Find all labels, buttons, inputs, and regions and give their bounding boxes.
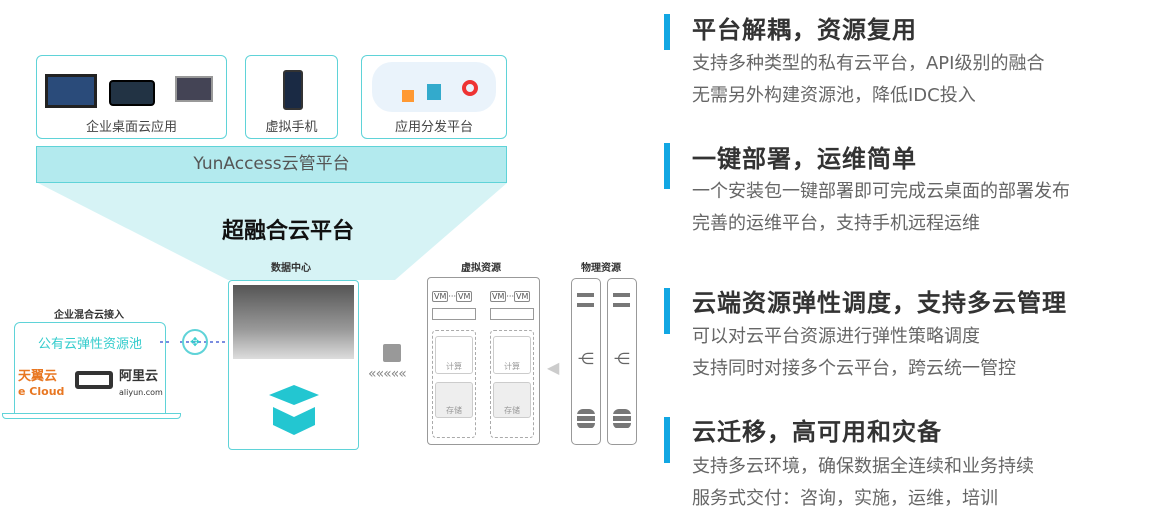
card-desktop-cloud: 企业桌面云应用: [36, 55, 227, 139]
aliyun-logo-icon: [75, 371, 113, 389]
compute-box: 计算: [493, 336, 531, 374]
cube-icon: [383, 344, 401, 362]
virtual-title: 虚拟资源: [461, 263, 501, 274]
storage-box: 存储: [435, 382, 473, 418]
network-hub-icon: ✥: [182, 329, 208, 355]
card-virtual-phone: 虚拟手机: [245, 55, 338, 139]
accent-bar: [664, 143, 670, 189]
vm-badge: VM: [514, 291, 531, 302]
accent-bar: [664, 417, 670, 463]
server-icon: [490, 308, 534, 320]
phone-icon: [283, 70, 303, 110]
vm-badge: VM: [456, 291, 473, 302]
card-app-distribution: 应用分发平台: [361, 55, 507, 139]
card-label: 企业桌面云应用: [85, 120, 177, 135]
vm-badge: VM: [490, 291, 507, 302]
accent-bar: [664, 288, 670, 334]
center-title: 超融合云平台: [222, 219, 355, 244]
tablet-icon: [109, 80, 155, 106]
box-icon: [269, 385, 319, 435]
physical-title: 物理资源: [581, 263, 621, 274]
laptop-base: [2, 413, 181, 419]
cloud-apps-icon: [372, 62, 496, 112]
node-group: [432, 330, 476, 438]
node-group: [490, 330, 534, 438]
compute-box: 计算: [435, 336, 473, 374]
vm-badge: VM: [432, 291, 449, 302]
database-icon: [613, 409, 631, 429]
datacenter-title: 数据中心: [271, 263, 311, 274]
feature-title: 一键部署，运维简单: [692, 145, 917, 173]
laptop-icon: [175, 76, 213, 102]
feature-text: 可以对云平台资源进行弹性策略调度支持同时对接多个云平台，跨云统一管控: [692, 326, 1016, 379]
server-stack-icon: [577, 293, 594, 307]
arrows-left-icon: «««««: [368, 366, 407, 382]
yunaccess-platform-bar: YunAccess云管平台: [36, 146, 507, 183]
feature-text: 一个安装包一键部署即可完成云桌面的部署发布完善的运维平台，支持手机远程运维: [692, 181, 1070, 234]
network-icon: ⋲: [578, 349, 594, 368]
network-icon: ⋲: [614, 349, 630, 368]
arrow-left-icon: ◀: [547, 358, 560, 377]
server-stack-icon: [613, 293, 630, 307]
card-label: 虚拟手机: [265, 120, 318, 135]
card-label: 应用分发平台: [394, 120, 473, 135]
database-icon: [577, 409, 595, 429]
server-icon: [432, 308, 476, 320]
physical-rack: ⋲: [571, 278, 601, 445]
accent-bar: [664, 14, 670, 50]
virtual-resources-box: VM···VM VM···VM 计算 计算 存储 存储: [427, 277, 540, 445]
pool-label: 公有云弹性资源池: [37, 337, 142, 352]
server-room-image: [233, 285, 354, 359]
feature-text: 支持多种类型的私有云平台，API级别的融合无需另外构建资源池，降低IDC投入: [692, 53, 1045, 106]
storage-box: 存储: [493, 382, 531, 418]
datacenter-box: [228, 280, 359, 450]
feature-text: 支持多云环境，确保数据全连续和业务持续服务式交付：咨询，实施，运维，培训: [692, 456, 1034, 509]
physical-rack: ⋲: [607, 278, 637, 445]
monitor-icon: [45, 74, 97, 108]
feature-title: 云迁移，高可用和灾备: [692, 418, 942, 446]
hybrid-title: 企业混合云接入: [54, 310, 124, 321]
feature-title: 平台解耦，资源复用: [692, 16, 917, 44]
feature-title: 云端资源弹性调度，支持多云管理: [692, 289, 1067, 317]
